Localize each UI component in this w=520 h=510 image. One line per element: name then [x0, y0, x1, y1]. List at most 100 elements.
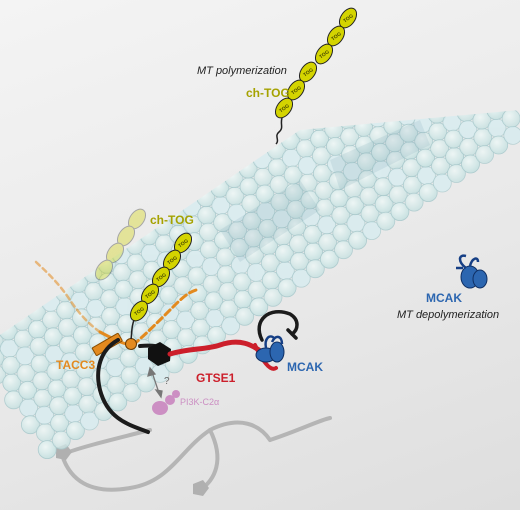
- tubulin-subunit: [46, 361, 66, 381]
- tubulin-subunit: [72, 308, 91, 328]
- tog-domain-label: TOG: [155, 272, 167, 283]
- tubulin-subunit: [60, 352, 80, 372]
- chtog-top-label: ch-TOG: [246, 86, 290, 100]
- interaction-arrow: [147, 366, 163, 399]
- tubulin-subunit: [337, 110, 357, 112]
- tubulin-subunit: [128, 270, 148, 290]
- clathrin-hub-bottom: [193, 480, 209, 496]
- question-mark: ?: [164, 376, 170, 387]
- tubulin-subunit: [446, 164, 466, 183]
- tubulin-subunit: [263, 287, 283, 307]
- tubulin-subunit: [283, 165, 303, 185]
- tubulin-subunit: [190, 301, 210, 320]
- tog-domain-label: TOG: [342, 13, 354, 24]
- tubulin-subunit: [221, 316, 241, 336]
- tubulin-subunit: [469, 60, 487, 78]
- tubulin-subunit: [215, 247, 235, 267]
- tubulin-subunit: [4, 390, 24, 410]
- clathrin-lattice: [60, 416, 332, 492]
- microtubule-shading: [220, 120, 430, 262]
- pi3k-label: PI3K-C2α: [180, 397, 220, 407]
- tubulin-subunit: [394, 55, 412, 73]
- chtog-tail: [275, 117, 283, 145]
- tubulin-subunit: [387, 167, 407, 187]
- tubulin-subunit: [397, 90, 415, 108]
- tubulin-subunit: [458, 120, 478, 140]
- tubulin-subunit: [470, 77, 488, 95]
- tubulin-subunit: [241, 194, 261, 213]
- tubulin-subunit: [29, 336, 49, 356]
- tubulin-subunit: [274, 243, 294, 263]
- tubulin-subunit: [86, 298, 105, 318]
- tubulin-subunit: [0, 365, 7, 385]
- tubulin-subunit: [345, 196, 365, 216]
- tubulin-subunit: [501, 110, 520, 128]
- tubulin-subunit: [397, 110, 417, 126]
- tubulin-subunit: [35, 405, 54, 425]
- tubulin-subunit: [409, 63, 427, 81]
- tubulin-subunit: [108, 392, 128, 412]
- tubulin-subunit: [453, 52, 471, 70]
- tubulin-subunit: [454, 69, 472, 87]
- tubulin-subunit: [232, 272, 252, 292]
- tubulin-subunit: [385, 133, 405, 153]
- tubulin-subunit: [314, 180, 334, 200]
- tubulin-subunit: [291, 268, 311, 288]
- tubulin-subunit: [173, 276, 193, 296]
- tubulin-subunit: [340, 127, 360, 147]
- tog-domain-label: TOG: [302, 67, 314, 78]
- tubulin-subunit: [77, 377, 97, 397]
- tubulin-subunit: [289, 234, 308, 254]
- chtog-mid-label: ch-TOG: [150, 213, 194, 227]
- microtubule: [0, 35, 520, 460]
- tog-domain: TOG: [338, 7, 358, 29]
- tog-domain-label: TOG: [330, 31, 342, 42]
- tubulin-subunit: [438, 44, 456, 62]
- tubulin-subunit: [401, 158, 421, 178]
- tubulin-subunit: [201, 257, 221, 276]
- tubulin-subunit: [249, 297, 269, 317]
- tog-domain-label: TOG: [278, 103, 290, 114]
- mcak-free-icon: [456, 254, 488, 289]
- tubulin-subunit: [218, 281, 238, 301]
- tubulin-subunit: [255, 184, 275, 204]
- tubulin-subunit: [426, 88, 444, 106]
- chtog-linker: [130, 319, 135, 340]
- tog-domain: [105, 242, 125, 264]
- tubulin-subunit: [317, 215, 337, 235]
- tubulin-subunit: [213, 213, 233, 233]
- mt-polymerization-label: MT polymerization: [197, 65, 287, 77]
- tubulin-subunit: [272, 209, 292, 229]
- tubulin-subunit: [399, 123, 419, 143]
- tog-domain-label: TOG: [177, 238, 189, 249]
- tubulin-subunit: [49, 396, 68, 416]
- tog-domain-label: TOG: [144, 289, 156, 300]
- tubulin-subunit: [432, 173, 452, 193]
- tubulin-subunit: [305, 259, 325, 279]
- tubulin-subunit: [352, 84, 370, 102]
- tubulin-subunit: [187, 266, 207, 286]
- tubulin-subunit: [1, 355, 21, 375]
- tubulin-subunit: [74, 342, 94, 362]
- tubulin-subunit: [37, 440, 57, 460]
- tubulin-subunit: [452, 35, 470, 53]
- tubulin-subunit: [43, 327, 63, 347]
- tubulin-subunit: [475, 145, 495, 164]
- tubulin-subunit: [319, 249, 339, 269]
- tubulin-subunit: [323, 110, 343, 122]
- tubulin-subunit: [489, 135, 509, 155]
- tubulin-subunit: [18, 380, 38, 400]
- tubulin-subunit: [15, 346, 35, 366]
- tubulin-subunit: [269, 175, 289, 194]
- tubulin-subunit: [366, 110, 386, 111]
- tubulin-subunit: [444, 129, 464, 149]
- tubulin-subunit: [159, 285, 179, 305]
- tubulin-subunit: [395, 73, 413, 91]
- tubulin-subunit: [423, 36, 441, 54]
- tubulin-subunit: [114, 279, 134, 299]
- tubulin-subunit: [461, 154, 480, 174]
- tubulin-subunit: [373, 177, 393, 197]
- tog-domain-label: TOG: [318, 49, 330, 60]
- gtse1-hexagon: [148, 342, 171, 366]
- tubulin-subunit: [404, 192, 424, 212]
